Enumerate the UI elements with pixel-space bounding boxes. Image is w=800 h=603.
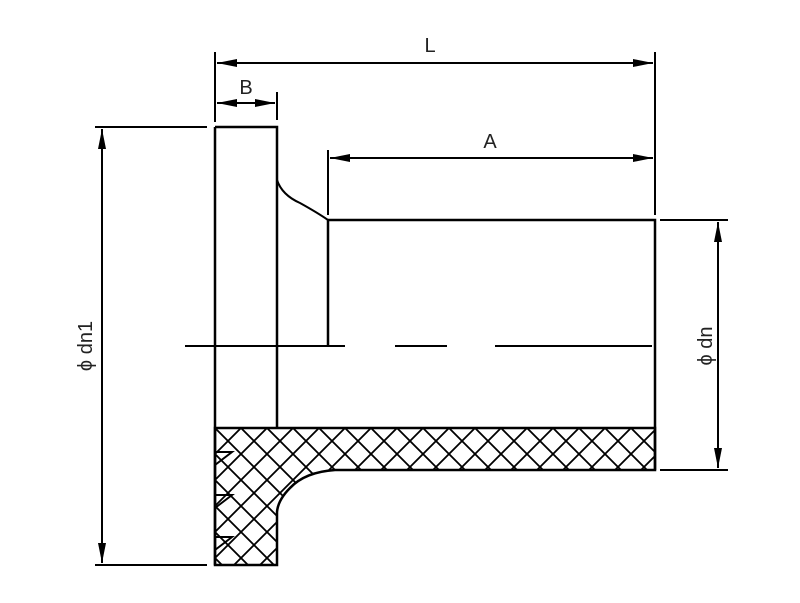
label-L: L xyxy=(424,35,435,57)
label-B: B xyxy=(239,77,252,99)
dimension-dn-extension xyxy=(660,219,728,471)
label-dn: ϕ dn xyxy=(695,326,717,365)
dimension-L-extension xyxy=(214,52,656,215)
hub-curve xyxy=(276,179,329,221)
label-A: A xyxy=(483,131,497,153)
seal-teeth xyxy=(214,451,235,551)
dimension-dn1-extension xyxy=(95,126,207,566)
hatched-section xyxy=(213,426,657,567)
label-dn1: ϕ dn1 xyxy=(75,321,97,371)
pipe-outline xyxy=(326,218,657,470)
